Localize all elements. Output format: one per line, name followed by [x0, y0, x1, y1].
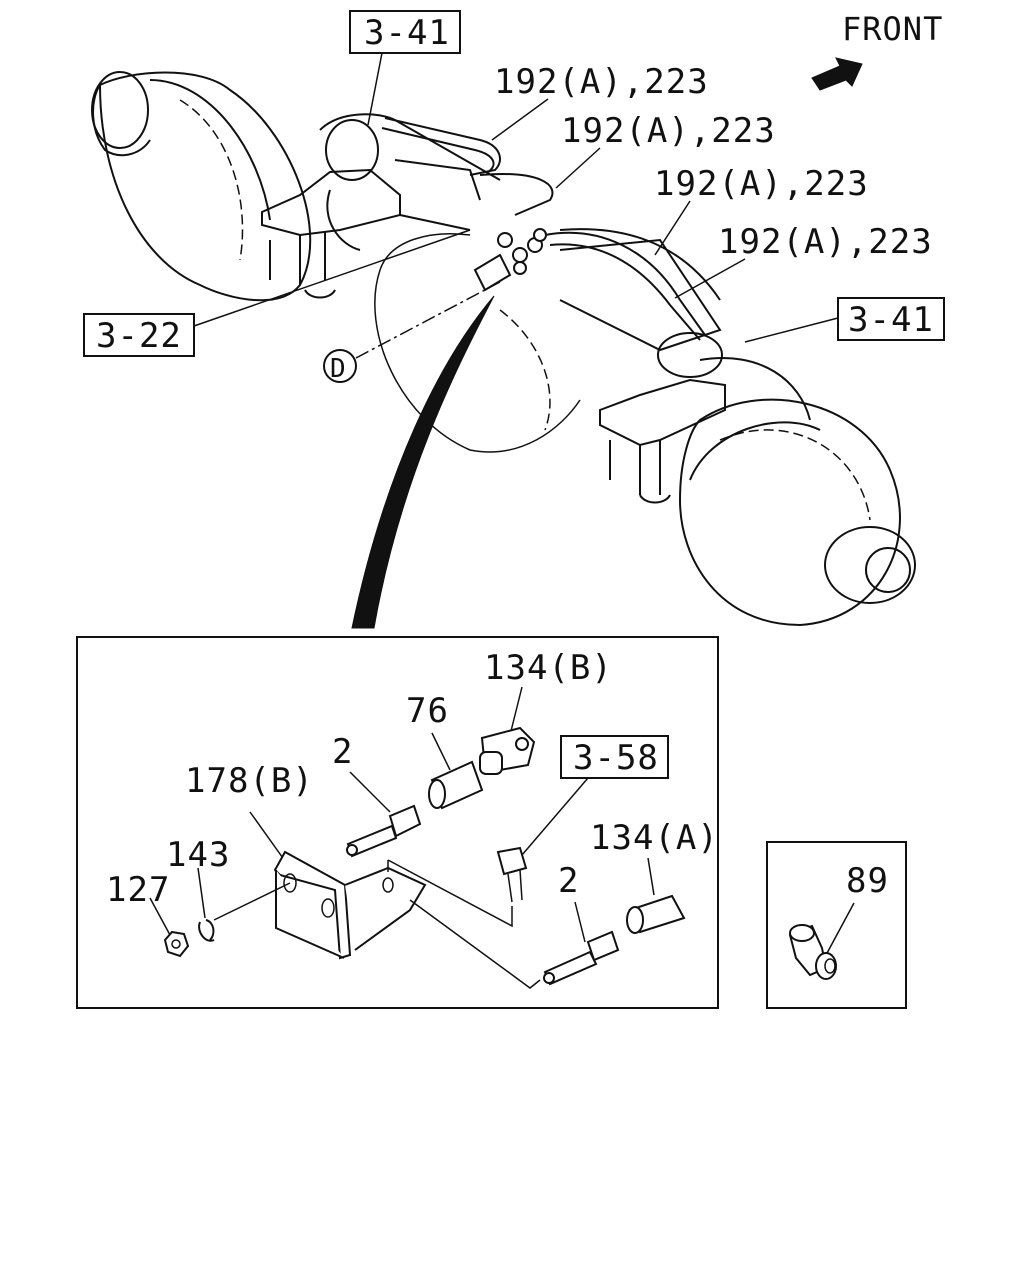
label-127: 127 [106, 870, 170, 910]
nut-127-part [163, 930, 190, 958]
ref-box-detail-label: 3-58 [573, 738, 659, 778]
view-marker-label: D [330, 354, 347, 384]
ref-box-top-left [349, 10, 461, 54]
callout-pipe-2: 192(A),223 [561, 111, 776, 151]
ref-box-right [837, 297, 945, 341]
elbow-134b-part [479, 726, 536, 775]
sleeve-134a-part [626, 894, 686, 934]
view-marker-circle [323, 349, 357, 383]
elbow-89-part [788, 924, 837, 980]
ref-box-top-left-label: 3-41 [364, 13, 450, 53]
label-134a: 134(A) [590, 818, 719, 858]
sleeve-76-part [428, 760, 484, 810]
front-direction-label: FRONT [842, 10, 943, 48]
label-2-upper: 2 [332, 732, 353, 772]
washer-143-part [198, 919, 215, 942]
connector-2-upper-part [346, 804, 422, 858]
rear-axle-illustration [91, 71, 916, 627]
callout-pipe-4: 192(A),223 [718, 222, 933, 262]
label-2-lower: 2 [558, 861, 579, 901]
label-76: 76 [406, 691, 449, 731]
callout-pipe-3: 192(A),223 [654, 164, 869, 204]
bracket-178b-part [273, 850, 541, 989]
connector-2-lower-part [543, 930, 620, 986]
detail-leader-wedge [351, 295, 495, 629]
bolt-part [496, 846, 528, 903]
front-arrow-icon [811, 57, 863, 91]
label-89: 89 [846, 861, 889, 901]
ref-box-detail [560, 735, 669, 779]
callout-pipe-1: 192(A),223 [494, 62, 709, 102]
inset-box [766, 841, 907, 1009]
ref-box-left-label: 3-22 [96, 316, 182, 356]
ref-box-left [83, 313, 195, 357]
ref-box-right-label: 3-41 [848, 300, 934, 340]
label-134b: 134(B) [484, 648, 613, 688]
label-178b: 178(B) [185, 761, 314, 801]
